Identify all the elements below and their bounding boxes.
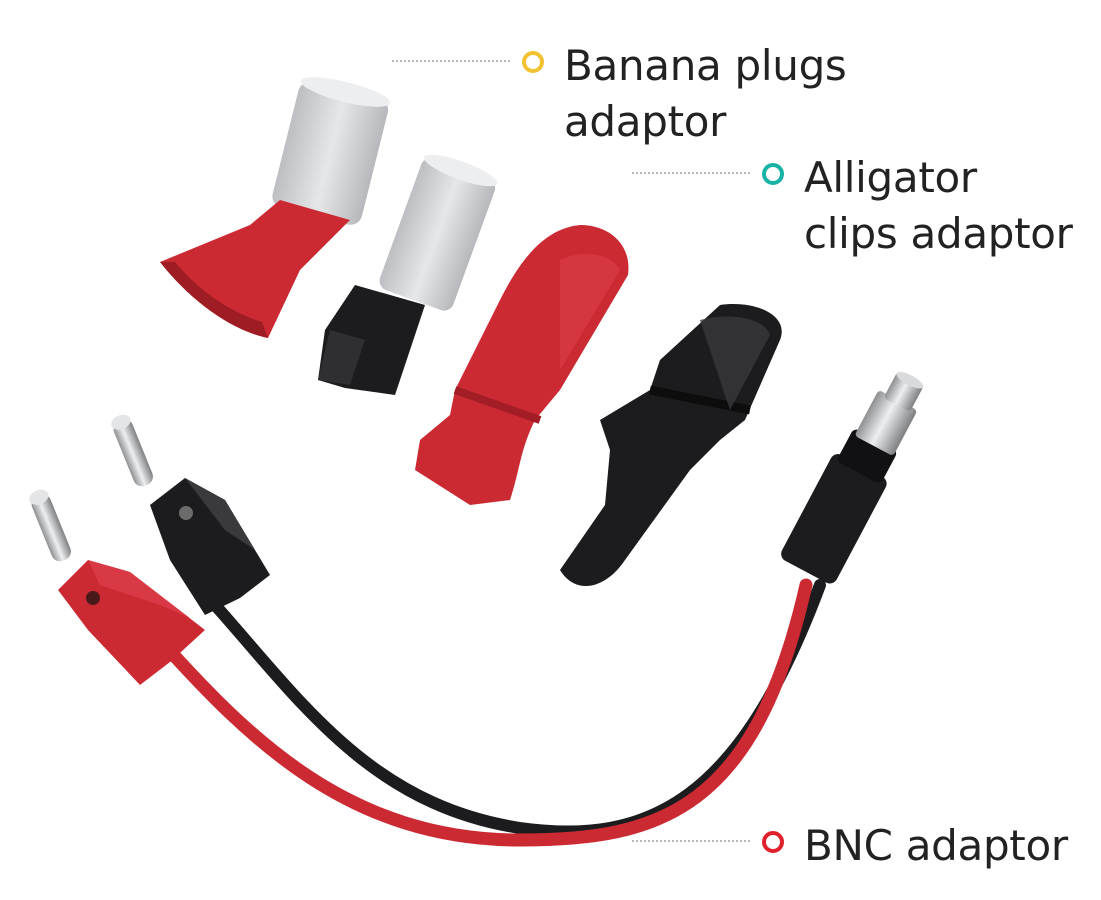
leader-line: [392, 60, 510, 62]
callout-line: clips adaptor: [804, 209, 1073, 258]
black-banana-plug: [150, 478, 270, 615]
funnel-adaptor: [160, 77, 391, 338]
bnc-connector: [781, 371, 924, 584]
callout-label: BNC adaptor: [804, 818, 1068, 874]
callout-label: Banana plugs adaptor: [564, 38, 847, 150]
leader-line: [632, 840, 750, 842]
callout-line: Banana plugs: [564, 41, 847, 90]
bnc-cable: [153, 578, 826, 847]
leader-line: [632, 172, 750, 174]
callout-bnc: BNC adaptor: [632, 818, 1068, 874]
ring-marker: [522, 51, 544, 73]
callout-label: Alligator clips adaptor: [804, 150, 1073, 262]
red-alligator-adaptor: [415, 225, 629, 505]
ring-marker: [762, 163, 784, 185]
ring-marker: [762, 831, 784, 853]
callout-line: BNC adaptor: [804, 821, 1068, 870]
callout-line: Alligator: [804, 153, 977, 202]
red-banana-plug: [58, 560, 205, 685]
banana-plug-tips: [29, 414, 153, 562]
callout-banana-plugs: Banana plugs adaptor: [392, 38, 847, 150]
callout-alligator-clips: Alligator clips adaptor: [632, 150, 1073, 262]
small-sleeve-adaptor: [318, 154, 498, 395]
black-alligator-adaptor: [560, 304, 782, 587]
callout-line: adaptor: [564, 97, 727, 146]
